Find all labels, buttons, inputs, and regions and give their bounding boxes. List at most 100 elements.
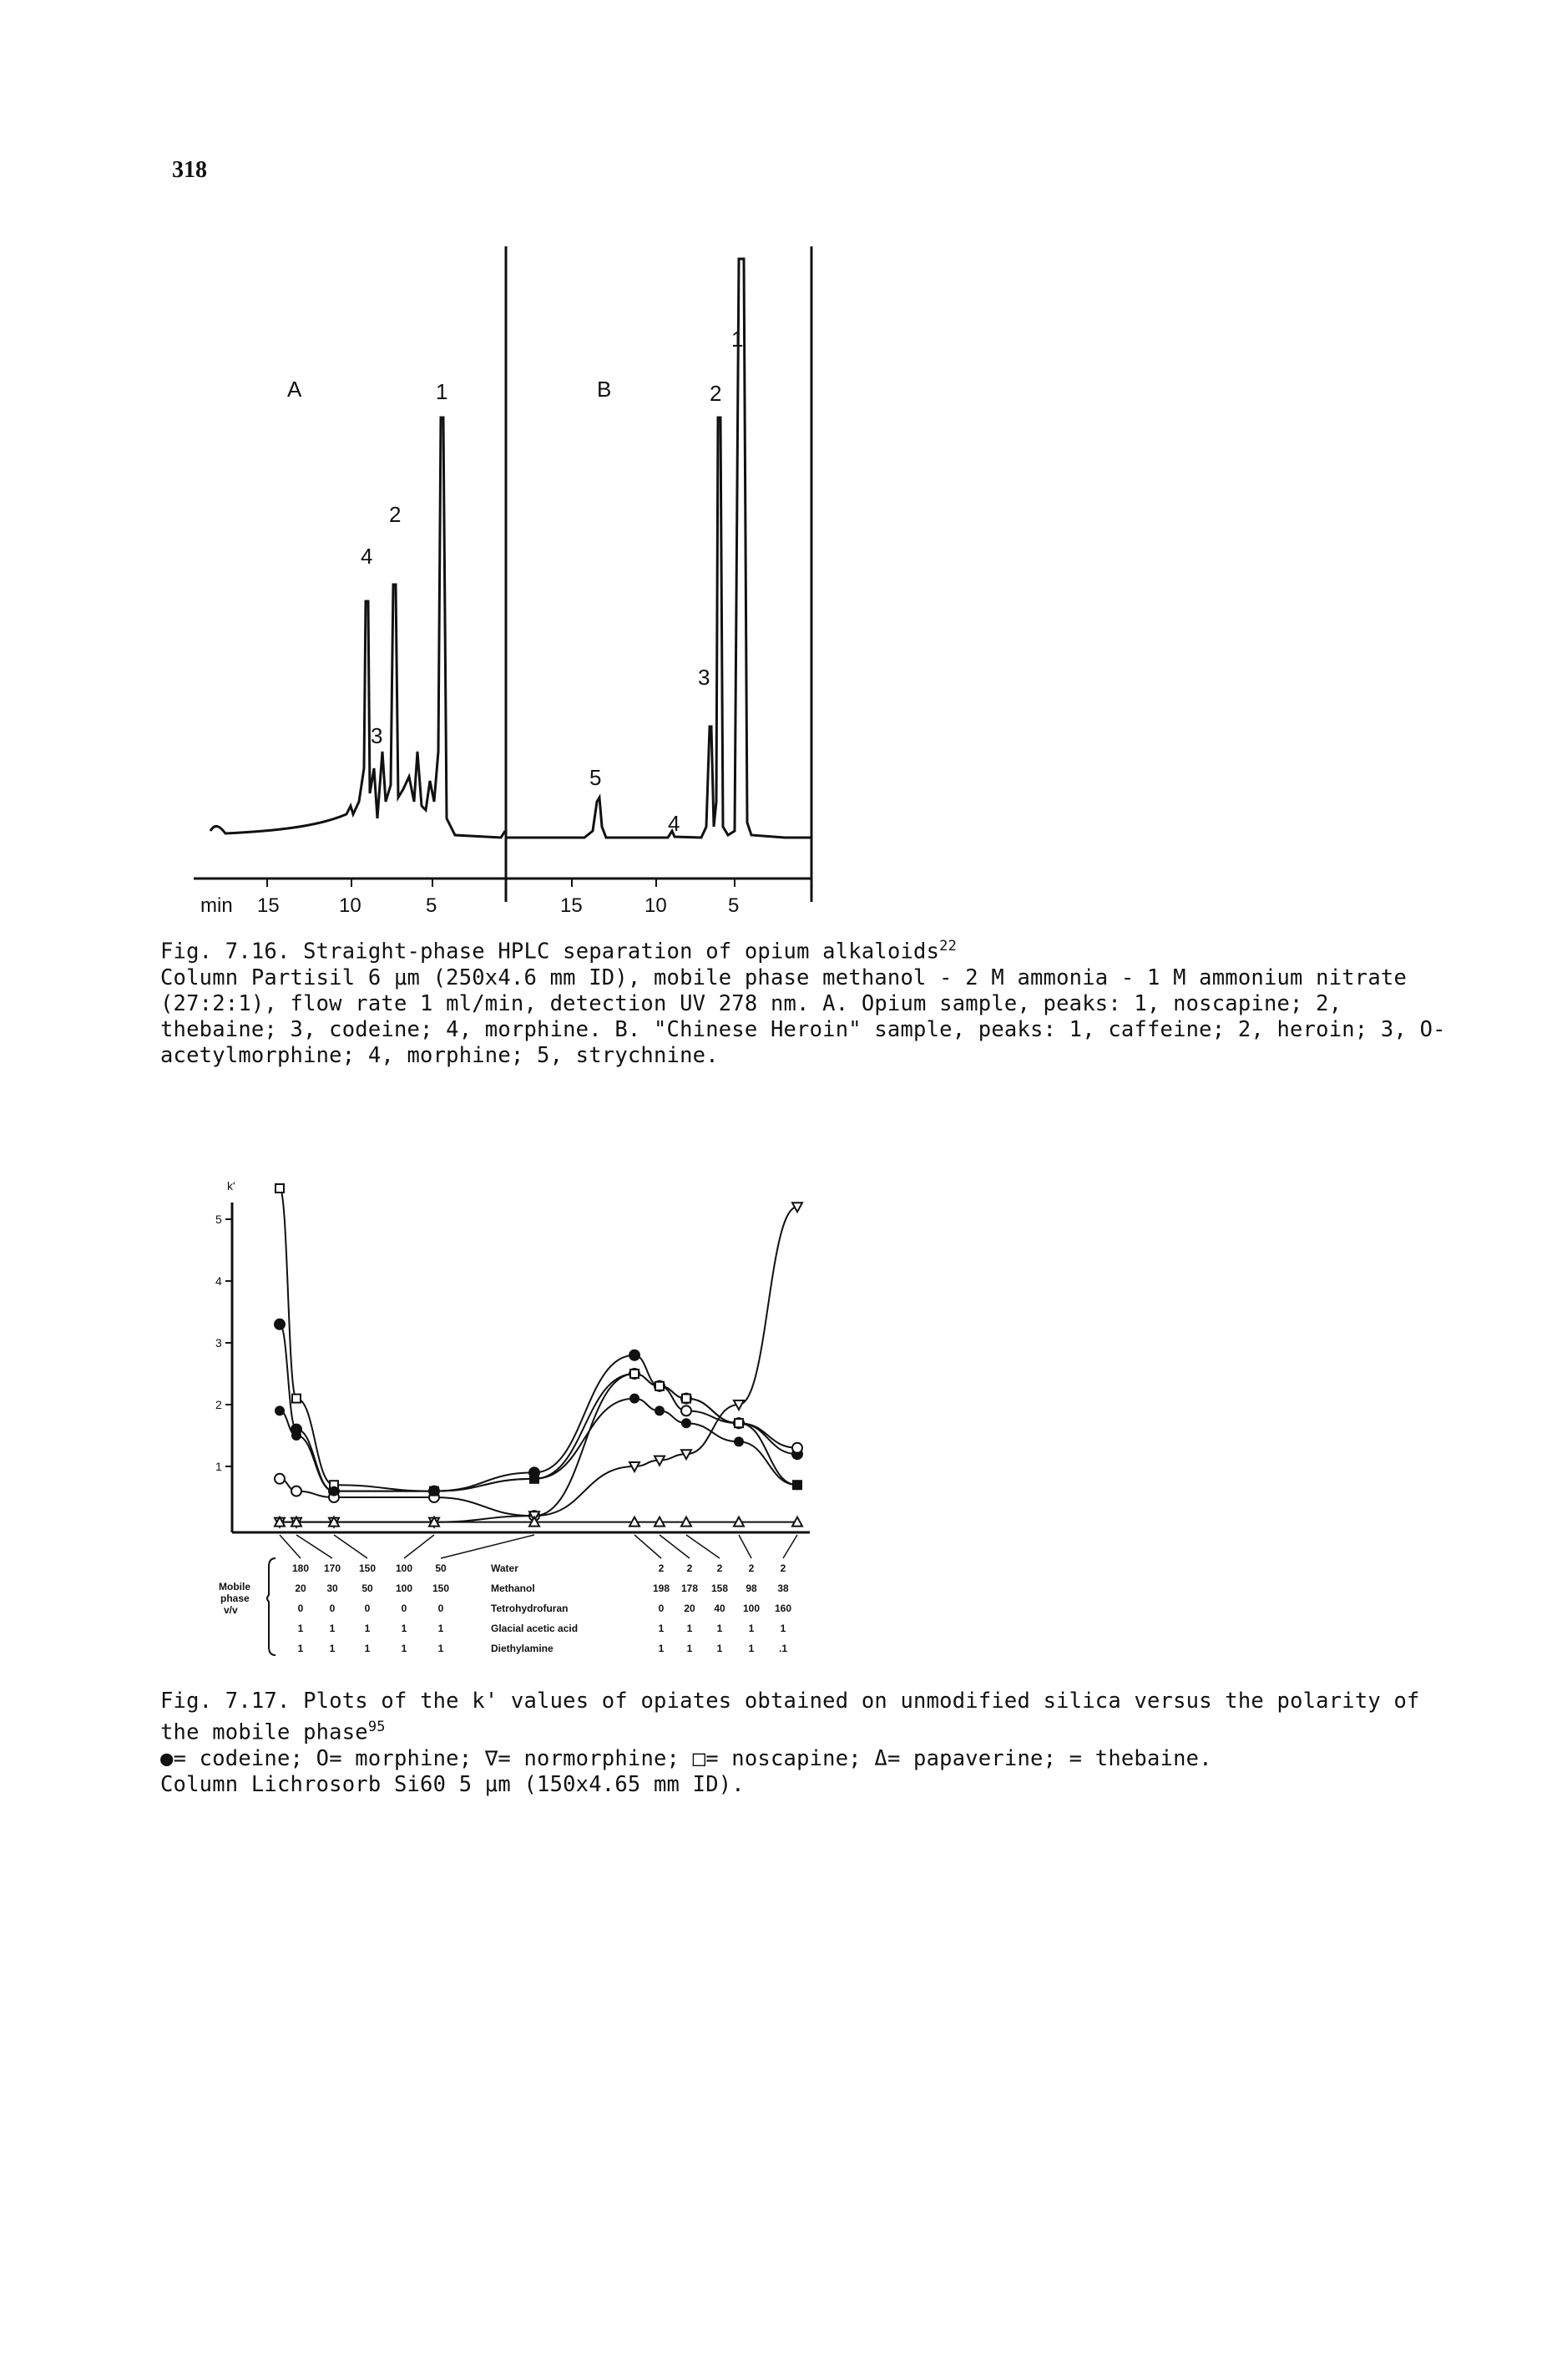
left-connector-2 (333, 1534, 368, 1559)
mobile-phase-label-3: v/v (224, 1604, 238, 1616)
point-noscapine-6 (655, 1380, 665, 1391)
series-line-codeine (279, 1323, 798, 1492)
right-connector-0 (634, 1534, 662, 1559)
right-comp-3-1: 98 (746, 1582, 757, 1594)
y-tick-2: 2 (215, 1398, 222, 1411)
tick-b-5: 5 (728, 894, 739, 917)
left-comp-1-4: 1 (330, 1643, 336, 1654)
point-thebaine-0 (275, 1405, 285, 1416)
left-comp-1-3: 1 (330, 1623, 336, 1634)
tick-b-10: 10 (644, 894, 667, 917)
point-morphine-9 (791, 1441, 803, 1454)
right-comp-4-2: 160 (775, 1603, 791, 1614)
right-comp-2-2: 40 (714, 1603, 725, 1614)
right-comp-1-4: 1 (687, 1643, 693, 1654)
right-comp-1-0: 2 (687, 1562, 693, 1574)
right-comp-1-1: 178 (681, 1582, 698, 1594)
point-morphine-0 (274, 1472, 286, 1485)
composition-table: 1802001117030011150500111001000115015001… (292, 1562, 791, 1654)
point-noscapine-5 (629, 1369, 639, 1379)
left-comp-1-2: 0 (330, 1603, 336, 1614)
axis-unit-label: min (200, 894, 233, 917)
fig717-caption: Fig. 7.17. Plots of the k' values of opi… (160, 1689, 1463, 1798)
chromatogram-figure: A B 1 2 3 4 1 2 3 4 5 min 15 10 5 15 10 … (194, 246, 813, 917)
left-comp-4-2: 0 (438, 1603, 444, 1614)
right-connector-3 (738, 1534, 752, 1559)
left-comp-1-0: 170 (324, 1562, 341, 1574)
tick-a-10: 10 (339, 894, 361, 917)
fig716-caption-prefix: Fig. 7.16. (160, 939, 291, 965)
component-methanol: Methanol (491, 1582, 535, 1594)
tick-b-15: 15 (560, 894, 583, 917)
point-normorphine-5 (628, 1461, 641, 1474)
peak-b5-label: 5 (589, 765, 601, 790)
point-papaverine-4 (528, 1515, 541, 1527)
point-papaverine-5 (628, 1515, 641, 1527)
left-connector-3 (403, 1534, 435, 1559)
right-comp-3-2: 100 (743, 1603, 760, 1614)
right-comp-3-4: 1 (749, 1643, 755, 1654)
point-thebaine-8 (734, 1436, 744, 1447)
point-normorphine-6 (653, 1455, 666, 1467)
fig716-caption-ref: 22 (939, 938, 958, 955)
point-morphine-7 (680, 1405, 692, 1417)
point-thebaine-9 (792, 1480, 802, 1491)
y-tick-1: 1 (215, 1460, 222, 1473)
peak-a1-label: 1 (436, 379, 447, 404)
left-comp-4-4: 1 (438, 1643, 444, 1654)
peak-b3-label: 3 (698, 665, 710, 690)
point-thebaine-5 (629, 1393, 639, 1404)
point-codeine-5 (629, 1349, 640, 1361)
point-papaverine-3 (427, 1515, 441, 1527)
left-comp-3-2: 0 (402, 1603, 407, 1614)
left-comp-2-0: 150 (359, 1562, 376, 1574)
right-comp-4-1: 38 (777, 1582, 789, 1594)
kprime-plot: k' 5 4 3 2 1 Mobile phase v/v Water Meth… (215, 1179, 810, 1656)
peak-a4-label: 4 (361, 544, 372, 569)
point-normorphine-7 (680, 1449, 693, 1461)
right-connector-4 (782, 1534, 798, 1559)
point-papaverine-9 (791, 1515, 804, 1527)
right-connector-1 (659, 1534, 690, 1559)
point-noscapine-1 (291, 1393, 301, 1404)
point-papaverine-1 (290, 1515, 303, 1527)
left-comp-0-2: 0 (298, 1603, 304, 1614)
mobile-phase-label-1: Mobile (219, 1581, 250, 1593)
y-tick-4: 4 (215, 1274, 222, 1288)
point-thebaine-2 (329, 1486, 339, 1496)
series-line-noscapine (279, 1187, 798, 1492)
series-line-morphine (279, 1372, 798, 1517)
left-comp-0-0: 180 (292, 1562, 309, 1574)
left-comp-0-3: 1 (298, 1623, 304, 1634)
left-comp-4-3: 1 (438, 1623, 444, 1634)
point-papaverine-6 (653, 1515, 666, 1527)
fig717-caption-line1: Plots of the k' values of opiates obtain… (160, 1689, 1433, 1745)
left-connector-4 (440, 1534, 535, 1559)
right-comp-4-0: 2 (781, 1562, 786, 1574)
right-comp-1-3: 1 (687, 1623, 693, 1634)
right-comp-4-3: 1 (781, 1623, 786, 1634)
panel-a-label: A (287, 377, 302, 402)
right-comp-1-2: 20 (684, 1603, 695, 1614)
tick-a-15: 15 (257, 894, 280, 917)
series-layer (273, 1183, 804, 1529)
y-tick-3: 3 (215, 1336, 222, 1350)
series-line-thebaine (279, 1397, 798, 1492)
left-comp-1-1: 30 (326, 1582, 338, 1594)
point-papaverine-0 (273, 1515, 286, 1527)
right-comp-2-1: 158 (711, 1582, 728, 1594)
left-comp-4-1: 150 (432, 1582, 449, 1594)
point-thebaine-4 (529, 1473, 539, 1484)
panel-b-label: B (597, 377, 611, 402)
fig716-caption: Fig. 7.16. Straight-phase HPLC separatio… (160, 934, 1463, 1069)
left-connector-0 (279, 1534, 301, 1559)
left-comp-3-4: 1 (402, 1643, 407, 1654)
peak-a3-label: 3 (371, 723, 382, 748)
left-comp-4-0: 50 (435, 1562, 447, 1574)
point-normorphine-8 (732, 1400, 746, 1412)
right-comp-2-4: 1 (717, 1643, 723, 1654)
right-comp-0-1: 198 (653, 1582, 670, 1594)
fig717-caption-prefix: Fig. 7.17. (160, 1689, 291, 1714)
fig717-column: Column Lichrosorb Si60 5 μm (150x4.65 mm… (160, 1771, 745, 1797)
fig717-legend: = codeine; O= morphine; ∇= normorphine; … (173, 1745, 1212, 1771)
